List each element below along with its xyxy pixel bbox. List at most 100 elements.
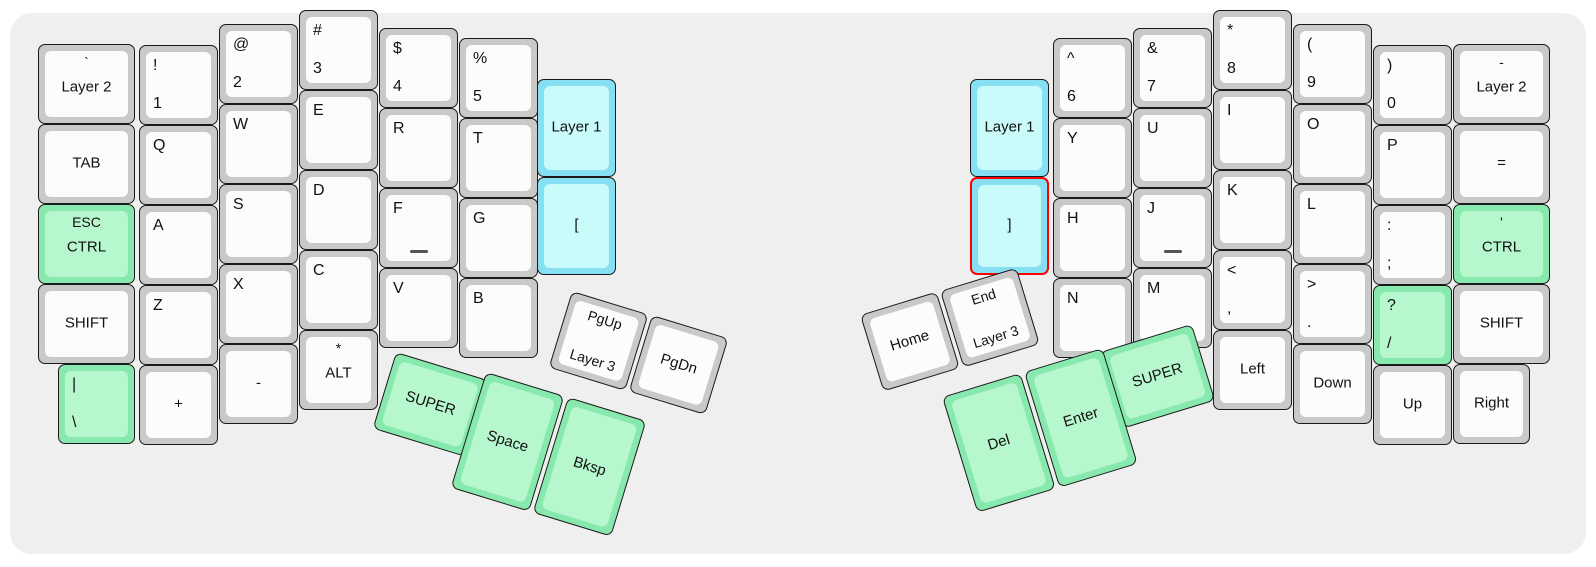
- key-key[interactable]: [: [537, 177, 616, 275]
- key-alt[interactable]: *ALT: [299, 330, 378, 410]
- key-legend-shifted: |: [72, 376, 77, 393]
- key-c[interactable]: C: [299, 250, 378, 330]
- key-legend-primary: SUPER: [1130, 359, 1185, 392]
- key-legend-primary: Layer 3: [971, 322, 1021, 352]
- key-layer-1[interactable]: Layer 1: [537, 79, 616, 177]
- key-legend-primary: ]: [1007, 216, 1012, 234]
- key-shift[interactable]: SHIFT: [38, 284, 135, 364]
- key-legend-primary: X: [233, 276, 244, 293]
- key-r[interactable]: R: [379, 108, 458, 188]
- key-v[interactable]: V: [379, 268, 458, 348]
- key-legend-primary: R: [393, 120, 405, 137]
- key-g[interactable]: G: [459, 198, 538, 278]
- key-o[interactable]: O: [1293, 104, 1372, 184]
- key-b[interactable]: B: [459, 278, 538, 358]
- key-0[interactable]: )0: [1373, 45, 1452, 125]
- key-8[interactable]: *8: [1213, 10, 1292, 90]
- key-legend-primary: D: [313, 182, 325, 199]
- key-legend-primary: G: [473, 210, 486, 227]
- key-legend-primary: [: [574, 216, 579, 234]
- key-legend-primary: Layer 1: [551, 118, 602, 136]
- key-j[interactable]: J: [1133, 188, 1212, 268]
- key-y[interactable]: Y: [1053, 118, 1132, 198]
- key-layer-2[interactable]: -Layer 2: [1453, 44, 1550, 124]
- key-n[interactable]: N: [1053, 278, 1132, 358]
- key-t[interactable]: T: [459, 118, 538, 198]
- key-q[interactable]: Q: [139, 125, 218, 205]
- key-4[interactable]: $4: [379, 28, 458, 108]
- key-9[interactable]: (9: [1293, 24, 1372, 104]
- key-legend-primary: 7: [1147, 78, 1156, 96]
- keycap: L: [1300, 191, 1365, 257]
- key-key[interactable]: =: [1453, 124, 1550, 204]
- key-key[interactable]: -: [219, 344, 298, 424]
- key-legend-shifted: -: [1499, 54, 1504, 70]
- key-legend-primary: 4: [393, 78, 402, 96]
- key-z[interactable]: Z: [139, 285, 218, 365]
- keycap: #3: [306, 17, 371, 83]
- key-down[interactable]: Down: [1293, 344, 1372, 424]
- key-l[interactable]: L: [1293, 184, 1372, 264]
- key-legend-primary: N: [1067, 290, 1079, 307]
- key-layer-2[interactable]: `Layer 2: [38, 44, 135, 124]
- keycap: (9: [1300, 31, 1365, 97]
- homing-bump-indicator: [409, 250, 428, 253]
- key-e[interactable]: E: [299, 90, 378, 170]
- key-ctrl[interactable]: 'CTRL: [1453, 204, 1550, 284]
- key-w[interactable]: W: [219, 104, 298, 184]
- key-legend-primary: Up: [1402, 395, 1423, 413]
- key-key[interactable]: <,: [1213, 250, 1292, 330]
- key-key[interactable]: ]: [970, 177, 1049, 275]
- key-legend-primary: \: [72, 414, 77, 432]
- keycap: Q: [146, 132, 211, 198]
- key-key[interactable]: >.: [1293, 264, 1372, 344]
- key-legend-primary: Right: [1473, 394, 1510, 412]
- key-legend-primary: H: [1067, 210, 1079, 227]
- key-u[interactable]: U: [1133, 108, 1212, 188]
- key-3[interactable]: #3: [299, 10, 378, 90]
- keycap: Down: [1300, 351, 1365, 417]
- key-legend-primary: A: [153, 217, 164, 234]
- keycap: Home: [868, 300, 952, 383]
- key-1[interactable]: !1: [139, 45, 218, 125]
- key-legend-primary: Left: [1239, 360, 1266, 378]
- key-slash[interactable]: ?/: [1373, 285, 1452, 365]
- key-right[interactable]: Right: [1453, 364, 1530, 444]
- key-f[interactable]: F: [379, 188, 458, 268]
- key-legend-primary: F: [393, 200, 403, 217]
- key-legend-primary: SHIFT: [64, 314, 109, 332]
- key-key[interactable]: :;: [1373, 205, 1452, 285]
- keycap: -: [226, 351, 291, 417]
- key-up[interactable]: Up: [1373, 365, 1452, 445]
- key-s[interactable]: S: [219, 184, 298, 264]
- keycap: V: [386, 275, 451, 341]
- key-7[interactable]: &7: [1133, 28, 1212, 108]
- keycap: P: [1380, 132, 1445, 198]
- keycap: =: [1460, 131, 1543, 197]
- key-shift[interactable]: SHIFT: [1453, 284, 1550, 364]
- key-x[interactable]: X: [219, 264, 298, 344]
- keycap: &7: [1140, 35, 1205, 101]
- keycap: Left: [1220, 337, 1285, 403]
- key-a[interactable]: A: [139, 205, 218, 285]
- key-2[interactable]: @2: [219, 24, 298, 104]
- keycap: SUPER: [1108, 332, 1207, 420]
- key-5[interactable]: %5: [459, 38, 538, 118]
- key-tab[interactable]: TAB: [38, 124, 135, 204]
- key-h[interactable]: H: [1053, 198, 1132, 278]
- key-d[interactable]: D: [299, 170, 378, 250]
- key-legend-shifted: %: [473, 50, 488, 67]
- keycap: N: [1060, 285, 1125, 351]
- key-6[interactable]: ^6: [1053, 38, 1132, 118]
- key-backslash[interactable]: |\: [58, 364, 135, 444]
- key-k[interactable]: K: [1213, 170, 1292, 250]
- key-i[interactable]: I: [1213, 90, 1292, 170]
- key-legend-primary: K: [1227, 182, 1238, 199]
- key-legend-shifted: $: [393, 40, 402, 57]
- key-layer-1[interactable]: Layer 1: [970, 79, 1049, 177]
- key-p[interactable]: P: [1373, 125, 1452, 205]
- key-left[interactable]: Left: [1213, 330, 1292, 410]
- key-key[interactable]: +: [139, 365, 218, 445]
